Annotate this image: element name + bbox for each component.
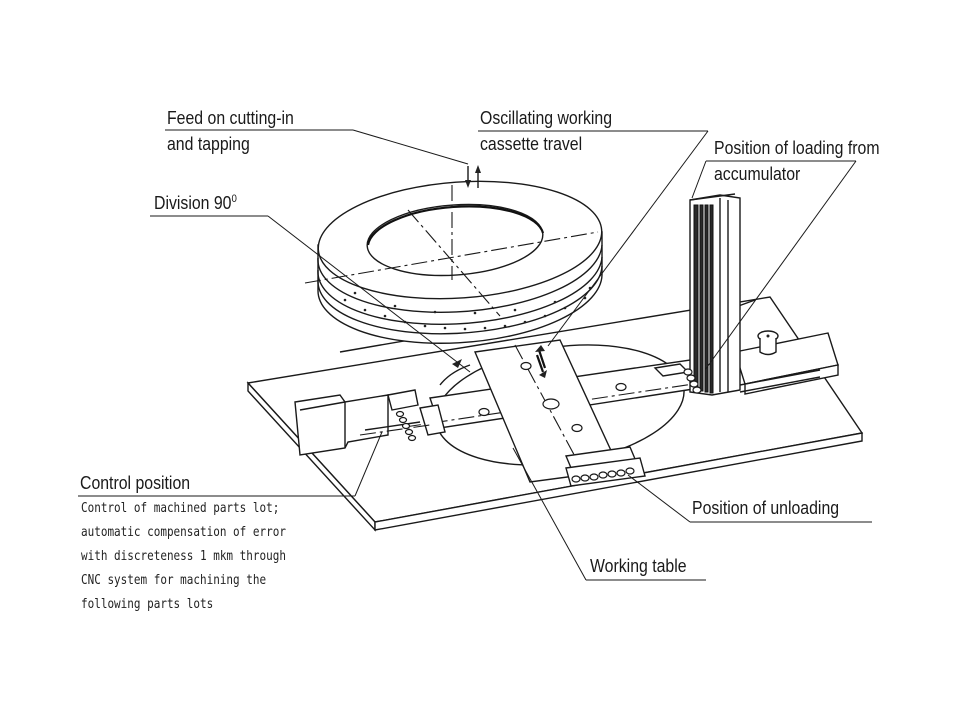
grinding-wheel [304, 180, 603, 344]
oscillating-label-line1: Oscillating working [480, 108, 613, 128]
gauge-rollers [395, 410, 417, 442]
control-position-description: Control of machined parts lot; automatic… [81, 497, 286, 617]
control-gauge-unit [294, 389, 431, 456]
division-degree: 0 [231, 193, 237, 205]
feed-label: Feed on cutting-in and tapping [167, 105, 294, 157]
loading-accumulator [683, 193, 741, 396]
loading-label-line1: Position of loading from [714, 138, 880, 158]
leader-lines [78, 129, 872, 581]
feed-label-line1: Feed on cutting-in [167, 108, 294, 128]
control-desc-line: Control of machined parts lot; [81, 501, 280, 516]
feed-label-line2: and tapping [167, 134, 250, 154]
feed-arrows [465, 165, 481, 188]
control-desc-line: CNC system for machining the [81, 573, 267, 588]
feed-down-arrow-icon [465, 180, 471, 188]
control-desc-line: following parts lots [81, 597, 214, 612]
control-position-title: Control position [80, 473, 191, 493]
division-label: Division 900 [154, 190, 237, 216]
control-desc-line: with discreteness 1 mkm through [81, 549, 286, 564]
loading-label: Position of loading from accumulator [714, 135, 880, 187]
division-label-text: Division 90 [154, 193, 232, 213]
working-table-label: Working table [590, 556, 687, 576]
loading-label-line2: accumulator [714, 164, 801, 184]
unloading-label: Position of unloading [692, 498, 840, 518]
control-desc-line: automatic compensation of error [81, 525, 286, 540]
unloading-rollers [571, 467, 635, 483]
feed-up-arrow-icon [475, 165, 481, 173]
cross-cassette-carrier [404, 339, 721, 487]
loading-rollers [683, 368, 702, 394]
oscillating-label-line2: cassette travel [480, 134, 583, 154]
oscillating-label: Oscillating working cassette travel [480, 105, 612, 157]
